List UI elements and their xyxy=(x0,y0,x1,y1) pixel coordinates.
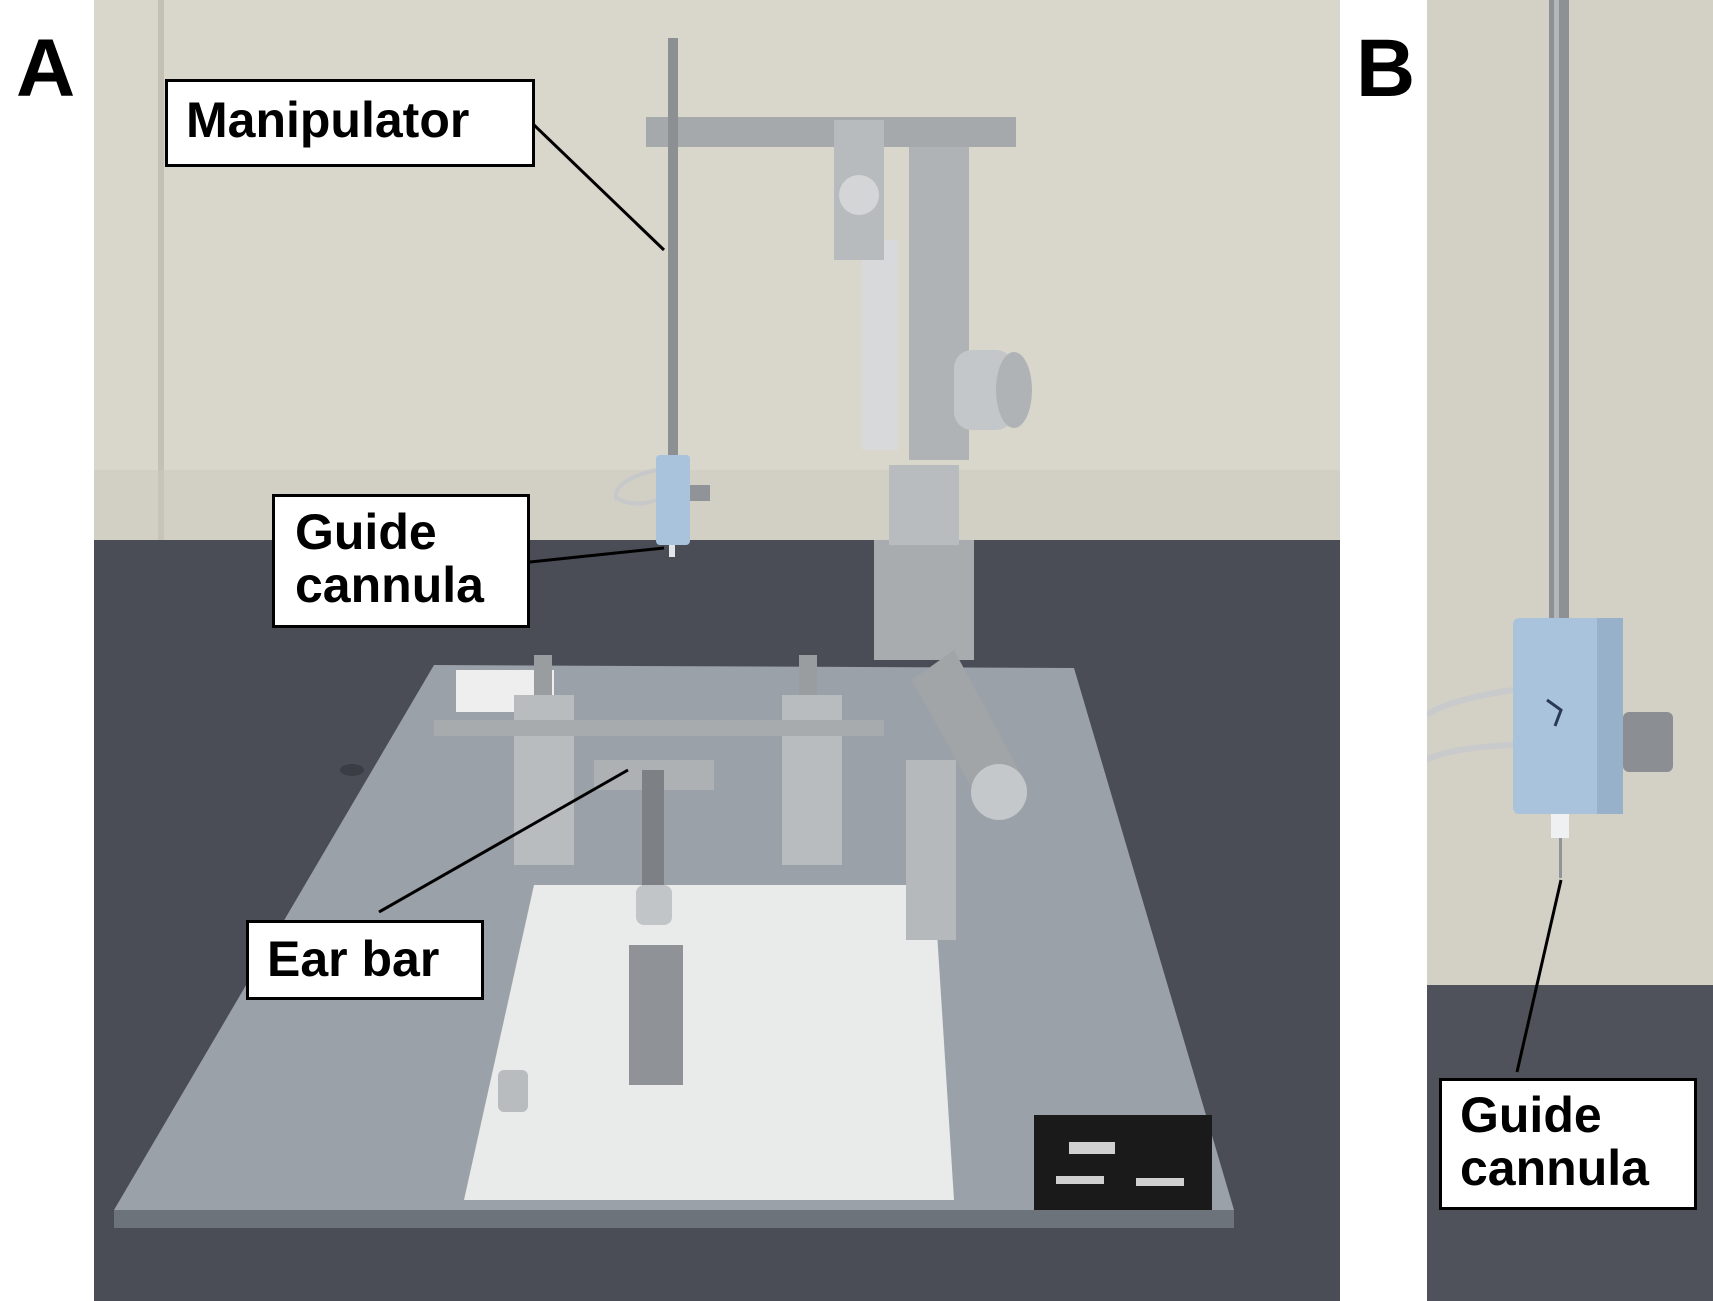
manipulator-label: Manipulator xyxy=(165,79,535,167)
stereotaxic-apparatus-photo xyxy=(94,0,1340,1301)
guide-cannula-label-b: Guide cannula xyxy=(1439,1078,1697,1210)
guide-cannula-label-line1: Guide xyxy=(295,504,437,560)
guide-cannula-label-a: Guide cannula xyxy=(272,494,530,628)
guide-cannula-label-line2: cannula xyxy=(295,556,484,613)
panel-a-letter: A xyxy=(16,23,76,114)
ear-bar-label-text: Ear bar xyxy=(267,931,440,987)
panel-b-letter: B xyxy=(1356,23,1416,114)
guide-cannula-label-line2: cannula xyxy=(1460,1139,1649,1196)
manipulator-label-text: Manipulator xyxy=(186,92,470,148)
ear-bar-label: Ear bar xyxy=(246,920,484,1000)
guide-cannula-label-line1: Guide xyxy=(1460,1087,1602,1143)
